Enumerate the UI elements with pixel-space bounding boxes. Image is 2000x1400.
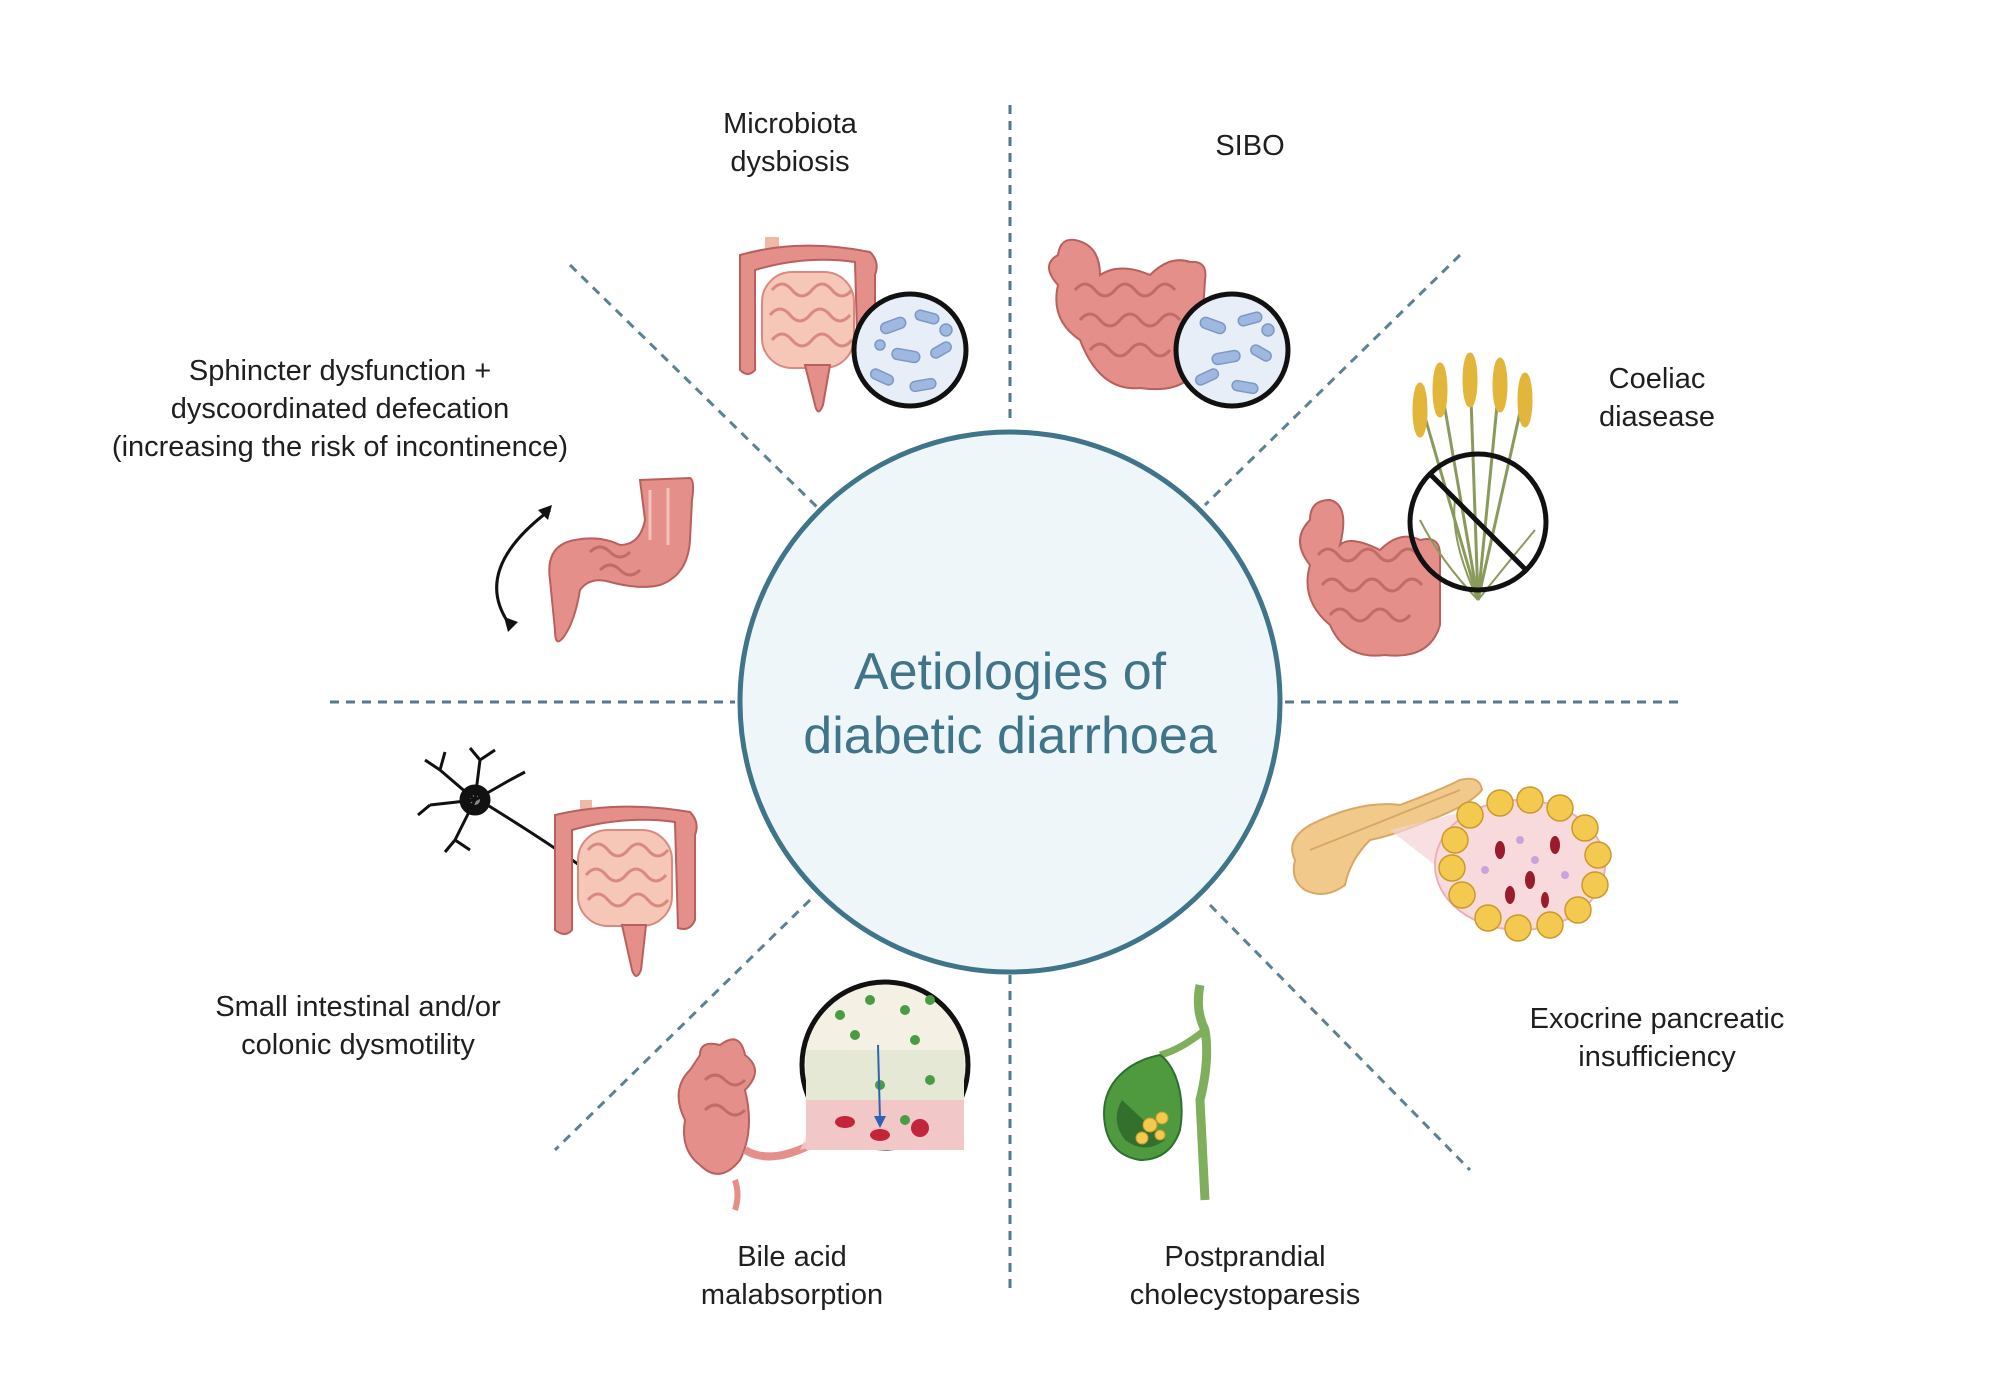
- divider-top-right: [1203, 253, 1462, 507]
- ileum-icon: [677, 1038, 812, 1211]
- wheat-icon: [1412, 352, 1536, 601]
- label-coeliac-disease: Coeliac diasease: [1598, 363, 1716, 433]
- divider-bottom-right: [1208, 903, 1472, 1172]
- label-cholecystoparesis: Postprandial cholecystoparesis: [1129, 1241, 1361, 1311]
- divider-bottom-left: [553, 898, 812, 1152]
- label-exocrine-pancreatic: Exocrine pancreatic insufficiency: [1529, 1003, 1785, 1073]
- pancreas-icon: [1291, 777, 1484, 895]
- label-dysmotility: Small intestinal and/or colonic dysmotil…: [215, 991, 501, 1061]
- label-sibo: SIBO: [1215, 130, 1285, 162]
- curved-arrow-icon: [495, 505, 552, 632]
- no-sign-icon: [1407, 451, 1549, 593]
- villi-icon: [799, 979, 971, 1151]
- gallbladder-icon: [1103, 984, 1212, 1201]
- label-bile-acid: Bile acid malabsorption: [700, 1241, 884, 1311]
- label-sphincter-dysfunction: Sphincter dysfunction + dyscoordinated d…: [111, 355, 569, 463]
- bacteria-icon: [851, 291, 969, 409]
- acinus-icon: [1390, 786, 1612, 942]
- bacteria-icon: [1173, 291, 1291, 409]
- small-intestine-icon: [1299, 498, 1441, 657]
- colon-icon: [548, 476, 695, 643]
- center-title: Aetiologies of diabetic diarrhoea: [803, 643, 1217, 765]
- label-microbiota-dysbiosis: Microbiota dysbiosis: [723, 108, 857, 178]
- colon-icon: [739, 237, 878, 413]
- colon-icon: [554, 800, 698, 977]
- dividers: [330, 105, 1680, 1290]
- small-intestine-icon: [1048, 238, 1207, 391]
- center-circle: [737, 429, 1283, 975]
- divider-top-left: [568, 263, 820, 510]
